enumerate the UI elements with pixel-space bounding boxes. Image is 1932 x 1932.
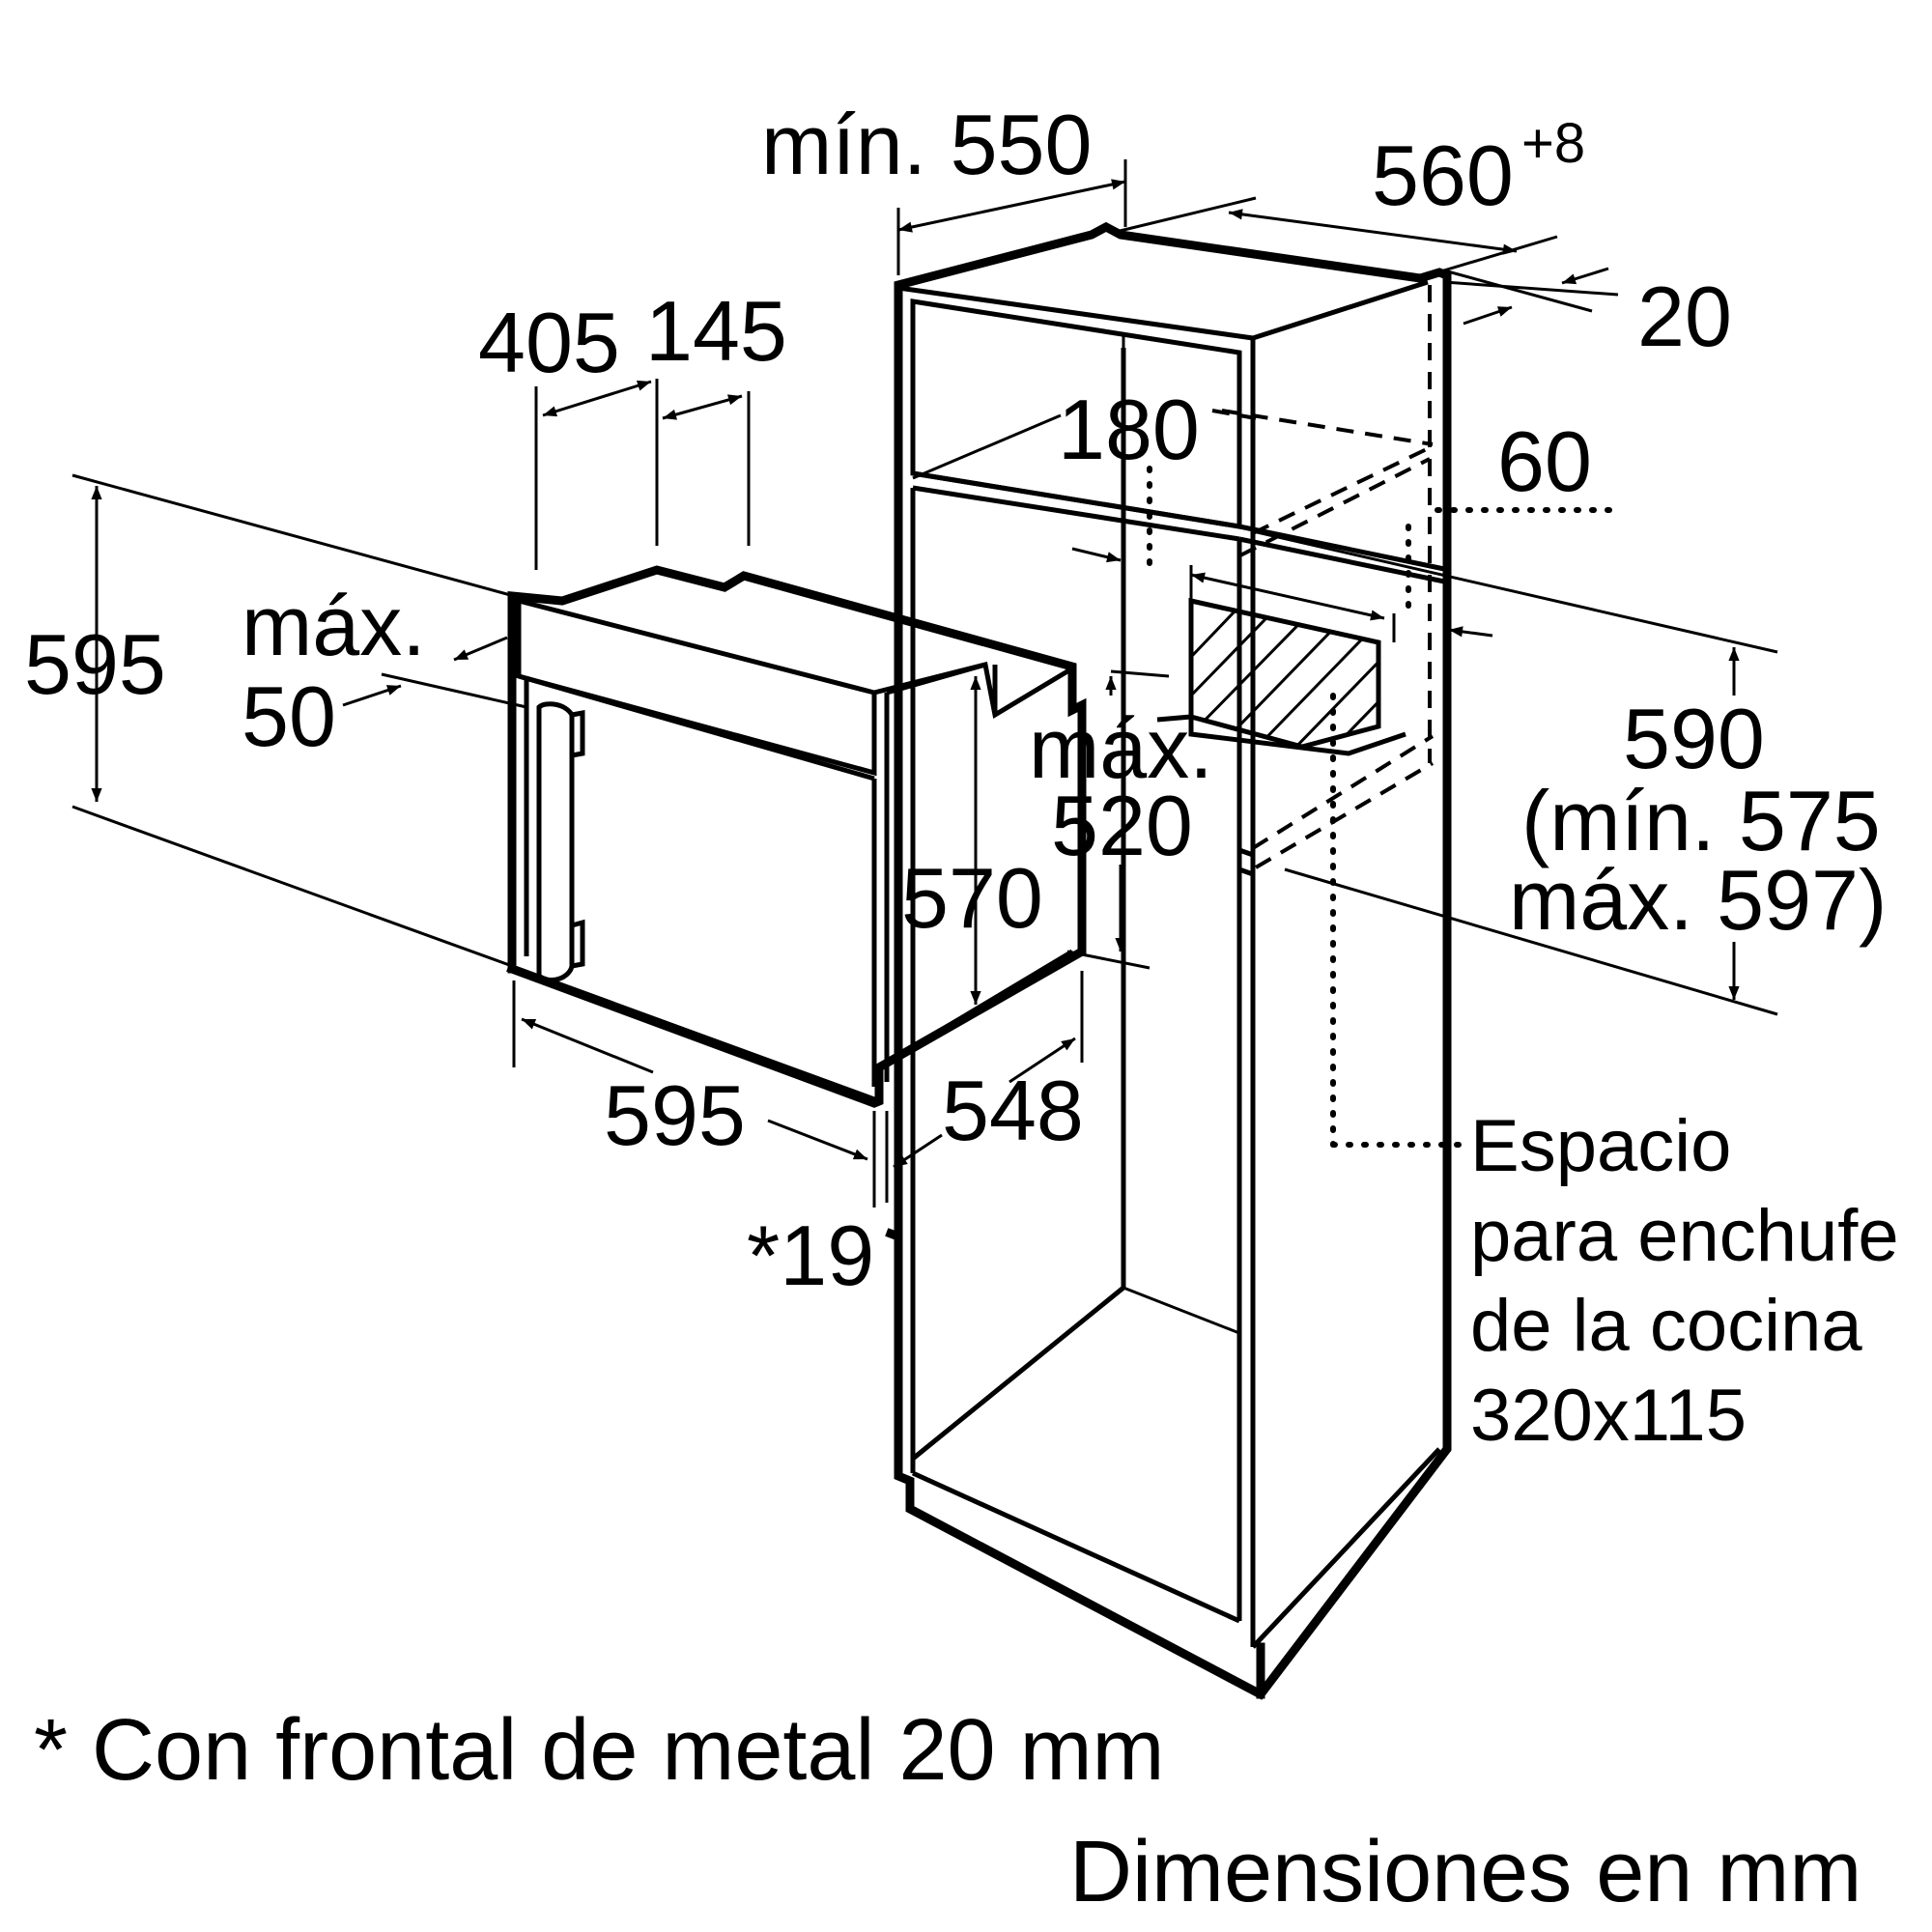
oven-panel-bottom — [518, 673, 875, 781]
dashed-back-diag-bottom-2 — [1254, 761, 1435, 869]
dim-595-bottom-line-left — [521, 1017, 654, 1074]
dim-520-ext-bottom — [1066, 950, 1151, 970]
dashed-back-diag-bottom — [1251, 734, 1435, 850]
label-405: 405 — [478, 295, 620, 390]
dim-590-ext-bottom — [1284, 867, 1778, 1016]
dim-560-ext-left — [1115, 196, 1257, 234]
dim-595-bottom-line-right — [767, 1119, 868, 1161]
label-590-min: (mín. 575 — [1521, 773, 1881, 868]
label-max-520-prefix: máx. — [1029, 700, 1213, 796]
dim-180-arrow — [1071, 547, 1122, 563]
oven-door-handle — [536, 701, 575, 982]
dim-20-arrow-bottom — [1463, 305, 1513, 326]
dim-180-ref — [1211, 409, 1257, 420]
dim-520-ext-top — [1110, 669, 1170, 678]
upper-shelf-back — [912, 485, 1240, 542]
dim-60-arrow — [1448, 626, 1493, 638]
socket-note-line3: de la cocina — [1470, 1285, 1862, 1367]
label-180: 180 — [1058, 382, 1200, 477]
oven-bottom-front — [506, 963, 880, 1107]
label-60: 60 — [1497, 413, 1592, 509]
dim-50-arrow-top — [453, 636, 508, 662]
cabinet-floor — [911, 1286, 1241, 1624]
upper-shelf-depth-lower — [1238, 536, 1450, 585]
dim-560-line — [1228, 209, 1518, 255]
dim-50-arrow-bottom — [342, 684, 402, 707]
dashed-back-diag-top — [1252, 444, 1434, 535]
dim-50-ext — [381, 672, 527, 709]
cabinet-top-front-edge — [897, 285, 1254, 341]
oven-front-outline — [506, 565, 1087, 1108]
cabinet — [885, 221, 1452, 1700]
cabinet-floor-right — [1251, 1447, 1441, 1649]
dim-550-line — [897, 179, 1126, 233]
dim-145-line — [662, 394, 743, 420]
label-560: 560 — [1372, 128, 1514, 223]
label-max-50-prefix: máx. — [242, 578, 426, 673]
socket-note-line2: para enchufe — [1470, 1195, 1899, 1277]
socket-zone — [1156, 597, 1406, 756]
oven-body-top-side — [886, 661, 1074, 719]
dim-560-ext-right — [1427, 235, 1558, 277]
upper-shelf-depth — [1238, 524, 1450, 573]
dim-595-ext-top — [71, 473, 515, 598]
dim-20-ext-bottom — [1443, 269, 1593, 313]
dashed-back-top — [1221, 409, 1434, 446]
socket-zone-outline — [1188, 597, 1381, 750]
dim-405-line — [542, 380, 652, 417]
oven-control-panel — [516, 597, 877, 777]
label-570: 570 — [901, 850, 1043, 946]
dim-180-width-line — [1190, 572, 1385, 621]
socket-note-line4: 320x115 — [1470, 1375, 1747, 1457]
label-595-bottom: 595 — [604, 1067, 746, 1163]
label-560-tolerance: +8 — [1521, 112, 1585, 175]
label-min-550: mín. 550 — [761, 97, 1092, 192]
oven-body-bottom-side — [885, 949, 1074, 1065]
dim-590-ext-top — [1252, 529, 1778, 654]
dim-548-arrow-top — [1009, 1037, 1076, 1084]
oven — [506, 565, 1087, 1108]
label-520: 520 — [1051, 778, 1193, 873]
dim-20-ext-top — [1443, 280, 1619, 297]
dim-20-arrow-top — [1561, 267, 1609, 285]
cabinet-floor-back — [1122, 1286, 1240, 1335]
label-590: 590 — [1623, 691, 1765, 786]
oven-handle-mounts — [571, 710, 585, 969]
cabinet-top-right-edge — [1252, 279, 1429, 341]
units-note: Dimensiones en mm — [1069, 1824, 1861, 1920]
label-19: *19 — [747, 1208, 874, 1303]
label-50: 50 — [242, 668, 336, 764]
dim-180-leader — [912, 413, 1062, 480]
opening-lower-marker — [1238, 847, 1254, 858]
label-548: 548 — [942, 1063, 1084, 1158]
footnote-metal-front: * Con frontal de metal 20 mm — [34, 1702, 1165, 1799]
socket-note-line1: Espacio — [1470, 1105, 1731, 1187]
label-590-max: máx. 597) — [1509, 852, 1887, 948]
label-20: 20 — [1637, 269, 1732, 364]
labels: mín. 550 560 +8 20 405 145 180 60 595 má… — [24, 97, 1899, 1920]
label-595-left: 595 — [24, 616, 166, 712]
dimension-lines — [71, 159, 1778, 1208]
label-145: 145 — [645, 283, 787, 379]
socket-zone-ledge — [1156, 714, 1406, 756]
dim-595-ext-bottom — [71, 805, 513, 968]
dashed-back-mid — [1239, 457, 1431, 557]
upper-shelf-front — [912, 470, 1240, 529]
dim-548-arrow-bottom — [893, 1133, 943, 1169]
opening-lower-marker-2 — [1238, 867, 1254, 877]
